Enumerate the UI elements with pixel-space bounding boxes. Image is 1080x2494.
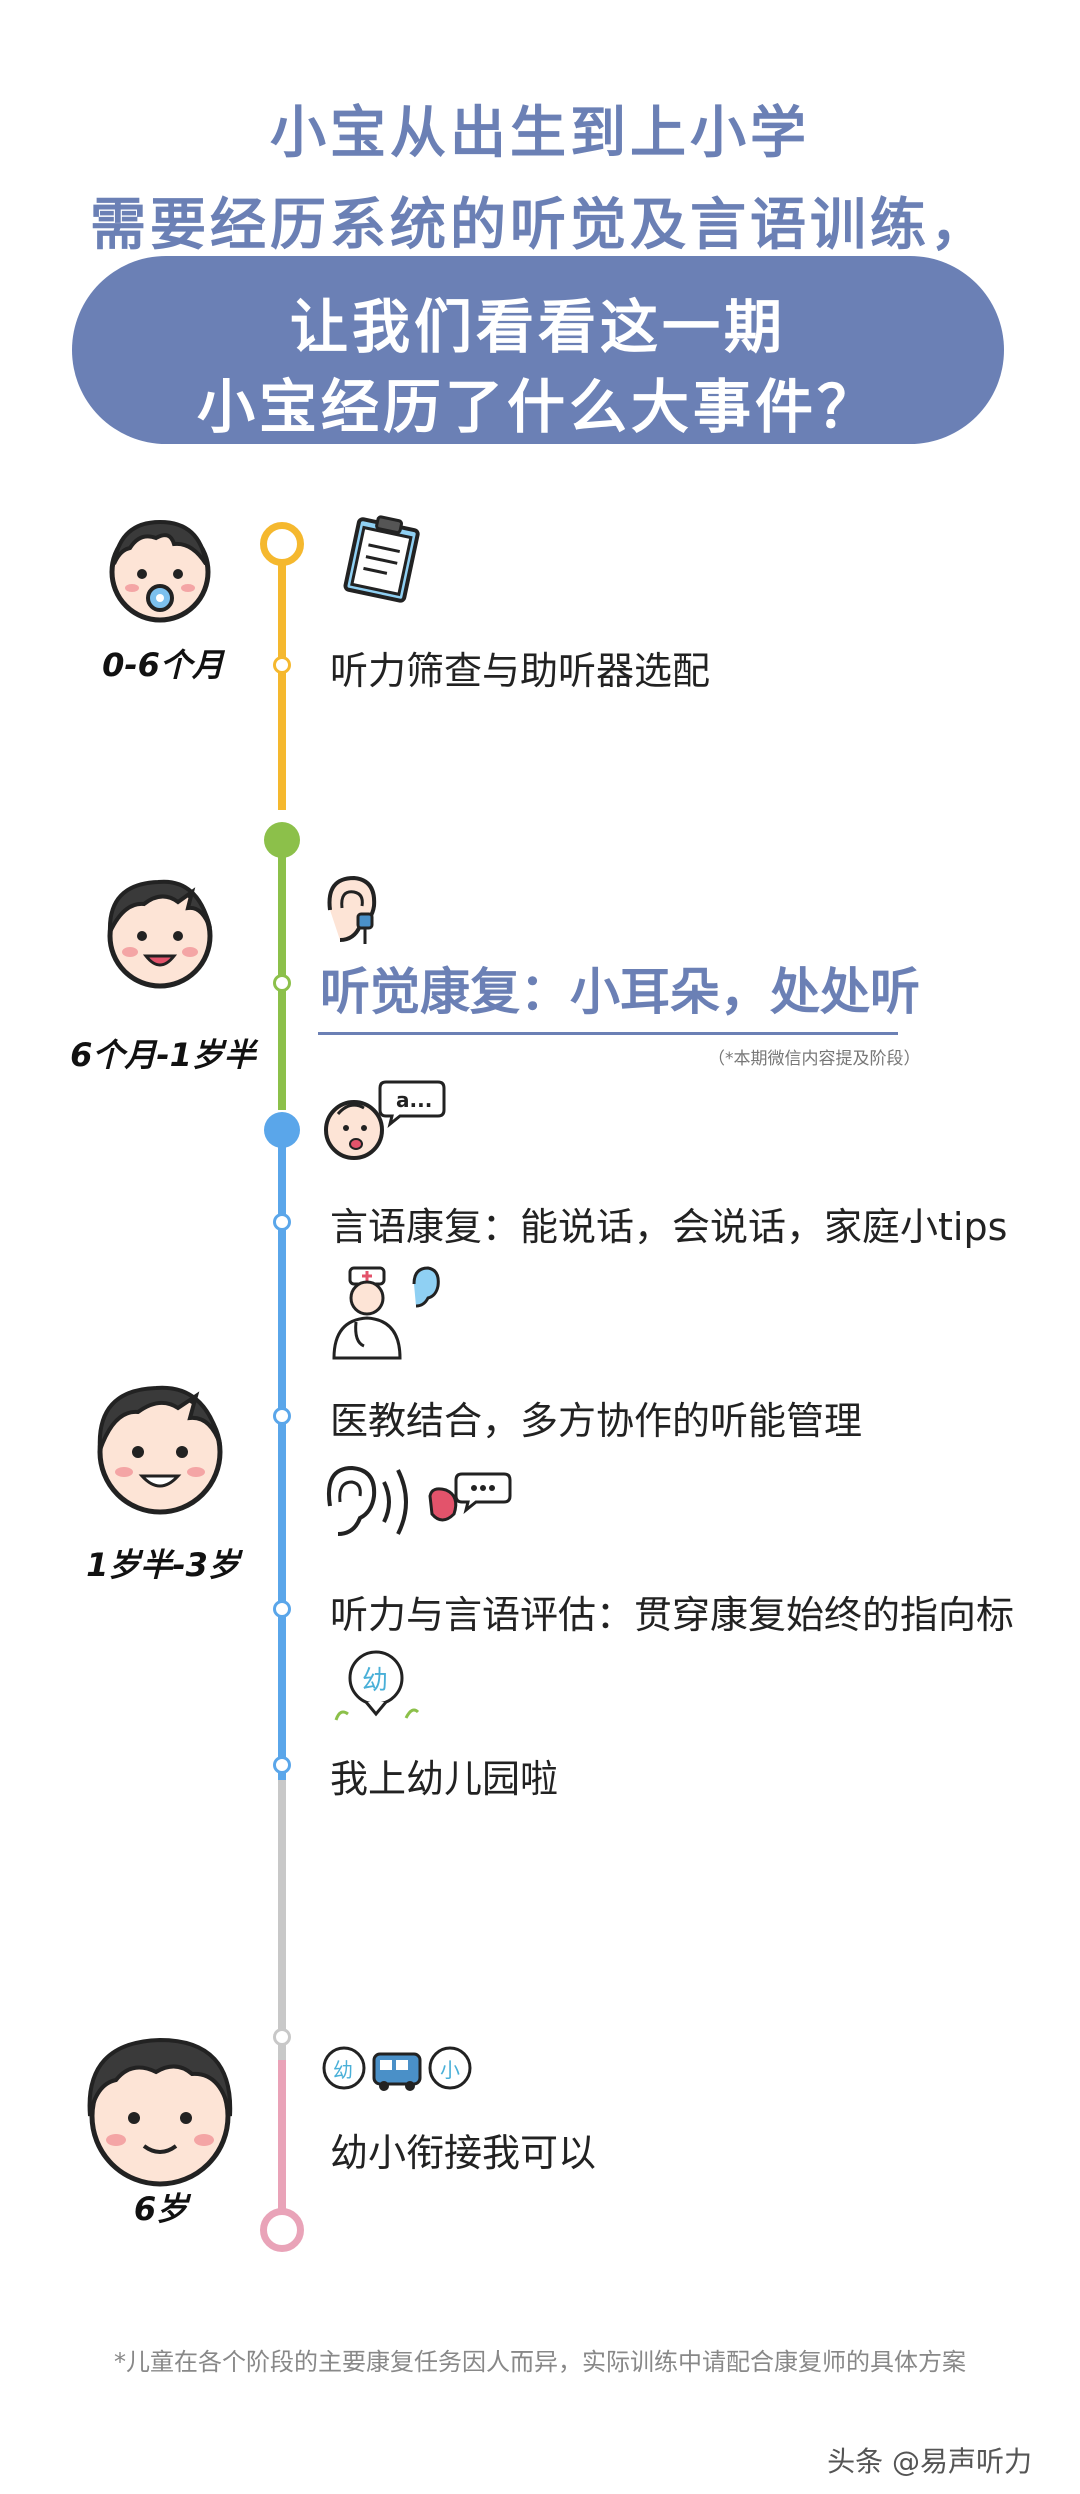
babbling-baby-icon [324,1080,446,1160]
title-line-2: 需要经历系统的听觉及言语训练， [90,193,990,258]
timeline-end-node [260,2208,304,2252]
stage-label-1: 0-6个月 [102,646,224,684]
ear-sound-icon [327,1465,512,1536]
schoolchild-face-icon [87,2037,233,2187]
event-node-5 [273,1600,291,1618]
kindergarten-char: 幼 [362,1666,389,1696]
event-node-1 [273,656,291,674]
event-node-6 [273,1756,291,1774]
school-bus-icon [322,2046,472,2091]
timeline-start-node [260,522,304,566]
timeline-segment-pink [278,2060,286,2225]
kindergarten-icon [334,1650,420,1721]
header-pill: 让我们看看这一期 小宝经历了什么大事件？ [72,256,1004,444]
pill-line-2: 小宝经历了什么大事件？ [196,373,879,441]
timeline-segment-yellow [278,540,286,810]
event-text-1: 听力筛查与助听器选配 [330,649,711,693]
event-text-6: 我上幼儿园啦 [330,1757,559,1801]
child-face-icon [97,1385,223,1515]
event-node-3 [273,1213,291,1231]
ear-hearing-aid-icon [327,875,377,944]
timeline-segment-blue [278,1130,286,1780]
event-2-underline [318,1032,898,1035]
baby-face-icon [109,519,211,623]
clipboard-icon [343,515,420,603]
stage-label-2: 6个月-1岁半 [70,1036,256,1074]
speech-bubble-text: a... [396,1088,433,1112]
pill-line-1: 让我们看看这一期 [289,293,786,361]
school-char-right: 小 [440,2058,460,2082]
event-node-7 [273,2028,291,2046]
event-text-2: 听觉康复：小耳朵，处处听 [320,963,920,1021]
title-line-1: 小宝从出生到上小学 [270,101,810,166]
doctor-icon [332,1266,440,1360]
timeline-segment-green [278,835,286,1110]
event-2-note: （*本期微信内容提及阶段） [708,1049,921,1069]
event-node-4 [273,1407,291,1425]
event-node-2 [273,974,291,992]
school-char-left: 幼 [333,2058,353,2082]
event-text-3: 言语康复：能说话，会说话，家庭小tips [330,1205,1008,1249]
event-text-5: 听力与言语评估：贯穿康复始终的指向标 [330,1593,1015,1637]
toddler-face-icon [107,879,213,989]
timeline-segment-gray [278,1780,286,2060]
stage-label-3: 1岁半-3岁 [86,1546,240,1584]
timeline-node-green [264,822,300,858]
event-text-7: 幼小衔接我可以 [330,2131,597,2175]
event-text-4: 医教结合，多方协作的听能管理 [330,1399,863,1443]
timeline-node-blue [264,1112,300,1148]
stage-label-4: 6岁 [133,2190,189,2228]
footer-disclaimer: *儿童在各个阶段的主要康复任务因人而异，实际训练中请配合康复师的具体方案 [114,2348,966,2376]
brand-watermark: 头条 @易声听力 [827,2445,1032,2478]
